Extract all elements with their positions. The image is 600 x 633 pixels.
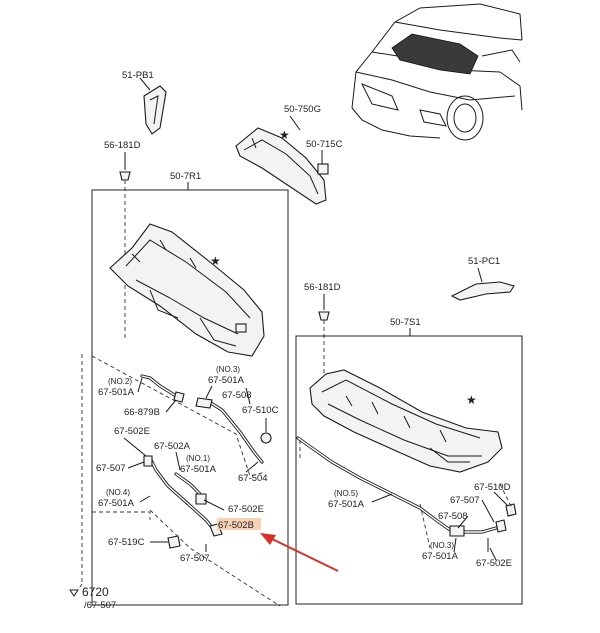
clip-56-181d-left [119,152,131,340]
part-50-7s1-cowl-panel [309,369,503,473]
svg-text:★: ★ [466,393,477,407]
part-labels: 51-PB1 50-750G 50-715C 56-181D 50-7R1 51… [82,70,512,611]
label-67-502e-c: 67-502E [476,558,512,569]
label-67-507-c: 67-507 [450,495,480,506]
highlight-67-502b [217,518,261,530]
label-67-502a: 67-502A [154,441,191,452]
dashed-guides-right [299,440,513,549]
label-67-502e-b: 67-502E [228,504,264,515]
frame-50-7r1 [91,182,289,606]
label-56-181d-b: 56-181D [304,282,341,293]
label-50-7r1: 50-7R1 [170,171,201,182]
label-51-pc1: 51-PC1 [468,256,500,267]
label-67-519c: 67-519C [108,537,145,548]
label-56-181d-a: 56-181D [104,140,141,151]
label-no3-a: (NO.3) [216,365,240,374]
cowl-area-highlight [391,33,479,75]
label-67-508-a: 67-508 [222,390,252,401]
label-50-750g: 50-750G [284,104,321,115]
label-51-pb1: 51-PB1 [122,70,154,81]
label-67-504: 67-504 [238,473,268,484]
star-marker-icon: ★ ★ ★ [210,128,477,407]
label-50-715c: 50-715C [306,139,343,150]
label-no3-b: (NO.3) [430,541,454,550]
label-no4: (NO.4) [106,488,130,497]
label-67-507-b: 67-507 [180,553,210,564]
frame-50-7s1 [295,328,523,605]
part-50-750g [235,115,327,205]
label-67-502e-a: 67-502E [114,426,150,437]
reference-arrow-icon [260,533,339,572]
label-67-501a-b: 67-501A [208,375,245,386]
label-no1: (NO.1) [186,454,210,463]
dashed-guides-left [77,354,281,607]
part-51-pc1 [450,267,515,301]
vehicle-illustration [351,3,523,141]
label-6720-sub: /67-507 [84,600,116,611]
label-67-510c: 67-510C [242,405,279,416]
label-no5: (NO.5) [334,489,358,498]
label-67-501a-c: 67-501A [180,464,217,475]
reference-6720-icon [69,589,79,597]
clip-56-181d-right [318,294,330,380]
part-50-7r1-cowl-panel [109,223,265,357]
label-67-510d: 67-510D [474,482,511,493]
label-50-7s1: 50-7S1 [390,317,421,328]
leader-lines [123,377,509,561]
part-51-pb1 [139,77,167,135]
label-67-501a-f: 67-501A [422,551,459,562]
part-50-715c [317,150,329,175]
label-6720: 6720 [82,585,109,599]
label-no2: (NO.2) [108,377,132,386]
label-67-502b: 67-502B [218,520,254,531]
label-67-501a-d: 67-501A [98,498,135,509]
svg-text:★: ★ [210,254,221,268]
label-67-501a-a: 67-501A [98,387,135,398]
svg-text:★: ★ [279,128,290,142]
hose-assembly-right [296,436,517,552]
label-67-507-a: 67-507 [96,463,126,474]
label-67-501a-e: 67-501A [328,499,365,510]
hose-assembly-left [140,374,272,552]
label-66-879b: 66-879B [124,407,160,418]
label-67-508-b: 67-508 [438,511,468,522]
